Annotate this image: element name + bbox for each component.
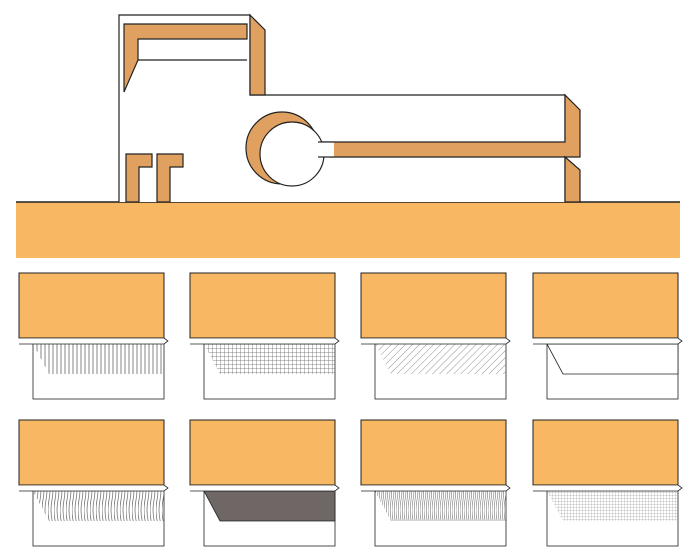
panel-pattern-fill — [375, 491, 506, 521]
panel-blank-outline — [532, 272, 683, 400]
panel-edge-strip — [361, 337, 511, 345]
arm-right-lower-bevel — [564, 155, 581, 203]
panel-pattern-fill — [546, 343, 679, 375]
panel-pattern-fill — [33, 491, 164, 521]
ring-inner — [259, 121, 325, 187]
l-bracket — [123, 23, 248, 93]
main-diagram — [16, 13, 680, 258]
panel-pattern-fill — [375, 344, 506, 374]
panel-slab — [18, 419, 165, 486]
small-post-left — [125, 153, 153, 203]
panels-grid — [18, 272, 683, 547]
panel-wavy-lines — [18, 419, 169, 547]
base-slab — [16, 202, 680, 258]
panel-fine-grid — [532, 419, 683, 547]
upper-frame — [118, 14, 566, 202]
panel-dense-wavy-lines — [360, 419, 511, 547]
small-posts — [125, 153, 184, 203]
panel-slab — [189, 272, 336, 339]
panel-pattern-fill — [547, 491, 678, 521]
panel-pattern-fill — [204, 344, 335, 374]
panel-slab — [18, 272, 165, 339]
panel-edge-strip — [361, 484, 511, 492]
panel-edge-strip — [19, 337, 169, 345]
panel-pattern-fill — [203, 490, 336, 522]
panel-slab — [360, 419, 507, 486]
panel-edge-strip — [533, 337, 683, 345]
panel-diagonal-lines — [360, 272, 511, 400]
panel-crosshatch-grid — [189, 272, 340, 400]
panel-slab — [360, 272, 507, 339]
panel-slab — [189, 419, 336, 486]
panel-edge-strip — [190, 484, 340, 492]
panel-slab — [532, 419, 679, 486]
arm-connector — [318, 142, 334, 157]
panel-edge-strip — [190, 337, 340, 345]
panel-vertical-lines — [18, 272, 169, 400]
panel-pattern-fill — [33, 344, 164, 374]
top-block-side-bevel — [249, 13, 266, 96]
panel-edge-strip — [533, 484, 683, 492]
panel-solid-dark — [189, 419, 340, 547]
small-post-right — [156, 153, 184, 203]
ring-arm — [245, 93, 581, 203]
panel-slab — [532, 272, 679, 339]
panel-edge-strip — [19, 484, 169, 492]
